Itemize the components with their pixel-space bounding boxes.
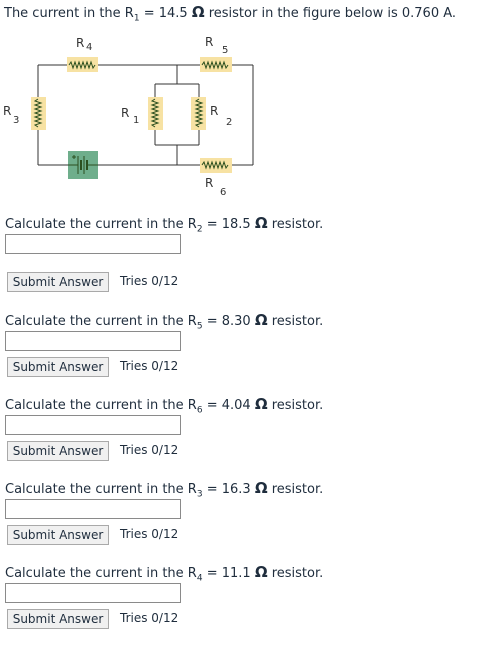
submit-answer-button[interactable]: Submit Answer (7, 357, 109, 377)
r4-sub: 4 (86, 42, 92, 53)
question-suffix: resistor. (267, 566, 324, 581)
r1-sub: 1 (133, 115, 139, 126)
question-prefix: Calculate the current in the R (5, 217, 197, 232)
question-suffix: resistor. (267, 482, 324, 497)
resistor-r4: R 4 (67, 36, 98, 72)
ohm-symbol: Ω (254, 479, 268, 497)
resistor-r3: R 3 (3, 97, 46, 130)
question-text: Calculate the current in the R3 = 16.3 Ω… (5, 479, 323, 500)
question-subscript: 5 (196, 321, 203, 332)
ohm-symbol: Ω (254, 311, 268, 329)
submit-answer-button[interactable]: Submit Answer (7, 272, 109, 292)
intro-suffix: resistor in the figure below is 0.760 A. (204, 6, 457, 21)
answer-input-r4[interactable] (5, 583, 181, 603)
tries-counter: Tries 0/12 (120, 359, 179, 373)
ohm-symbol: Ω (254, 563, 268, 581)
resistor-r6: R 6 (200, 158, 232, 198)
battery-icon (68, 151, 98, 179)
answer-input-r6[interactable] (5, 415, 181, 435)
question-r6: Calculate the current in the R6 = 4.04 Ω… (0, 395, 497, 479)
question-suffix: resistor. (267, 217, 324, 232)
tries-counter: Tries 0/12 (120, 611, 179, 625)
intro-prefix: The current in the R (4, 6, 134, 21)
tries-counter: Tries 0/12 (120, 274, 179, 288)
question-subscript: 6 (196, 405, 203, 416)
circuit-wires (37, 64, 254, 166)
resistor-r5: R 5 (200, 35, 232, 72)
question-suffix: resistor. (267, 314, 324, 329)
r3-sub: 3 (13, 115, 19, 126)
resistor-r2: R 2 (191, 97, 232, 130)
answer-input-r2[interactable] (5, 234, 181, 254)
question-r4: Calculate the current in the R4 = 11.1 Ω… (0, 563, 497, 647)
intro-middle: = 14.5 (139, 6, 192, 21)
question-prefix: Calculate the current in the R (5, 314, 197, 329)
question-value: = 4.04 (202, 398, 255, 413)
question-prefix: Calculate the current in the R (5, 566, 197, 581)
question-text: Calculate the current in the R6 = 4.04 Ω… (5, 395, 323, 416)
question-subscript: 4 (196, 573, 203, 584)
tries-counter: Tries 0/12 (120, 527, 179, 541)
question-value: = 8.30 (202, 314, 255, 329)
question-r3: Calculate the current in the R3 = 16.3 Ω… (0, 479, 497, 563)
question-value: = 18.5 (202, 217, 255, 232)
question-r2: Calculate the current in the R2 = 18.5 Ω… (0, 214, 497, 298)
r1-label: R (121, 106, 129, 120)
r2-sub: 2 (226, 117, 232, 128)
question-r5: Calculate the current in the R5 = 8.30 Ω… (0, 311, 497, 395)
r3-label: R (3, 104, 11, 118)
submit-answer-button[interactable]: Submit Answer (7, 525, 109, 545)
intro-subscript: 1 (133, 13, 140, 24)
answer-input-r5[interactable] (5, 331, 181, 351)
problem-statement: The current in the R1 = 14.5 Ω resistor … (4, 3, 456, 24)
r6-sub: 6 (220, 187, 226, 198)
question-suffix: resistor. (267, 398, 324, 413)
question-value: = 16.3 (202, 482, 255, 497)
answer-input-r3[interactable] (5, 499, 181, 519)
submit-answer-button[interactable]: Submit Answer (7, 441, 109, 461)
submit-answer-button[interactable]: Submit Answer (7, 609, 109, 629)
resistor-r1: R 1 (121, 97, 163, 130)
r6-label: R (205, 176, 213, 190)
question-prefix: Calculate the current in the R (5, 398, 197, 413)
r2-label: R (210, 104, 218, 118)
ohm-symbol: Ω (254, 395, 268, 413)
ohm-symbol: Ω (254, 214, 268, 232)
question-subscript: 2 (196, 224, 203, 235)
question-text: Calculate the current in the R5 = 8.30 Ω… (5, 311, 323, 332)
r4-label: R (76, 36, 84, 50)
tries-counter: Tries 0/12 (120, 443, 179, 457)
question-value: = 11.1 (202, 566, 255, 581)
r5-label: R (205, 35, 213, 49)
circuit-diagram: R 4 R 5 R 3 R 1 R 2 R 6 (3, 35, 254, 198)
question-subscript: 3 (196, 489, 203, 500)
ohm-symbol: Ω (191, 3, 205, 21)
question-text: Calculate the current in the R4 = 11.1 Ω… (5, 563, 323, 584)
question-text: Calculate the current in the R2 = 18.5 Ω… (5, 214, 323, 235)
r5-sub: 5 (222, 45, 228, 56)
question-prefix: Calculate the current in the R (5, 482, 197, 497)
